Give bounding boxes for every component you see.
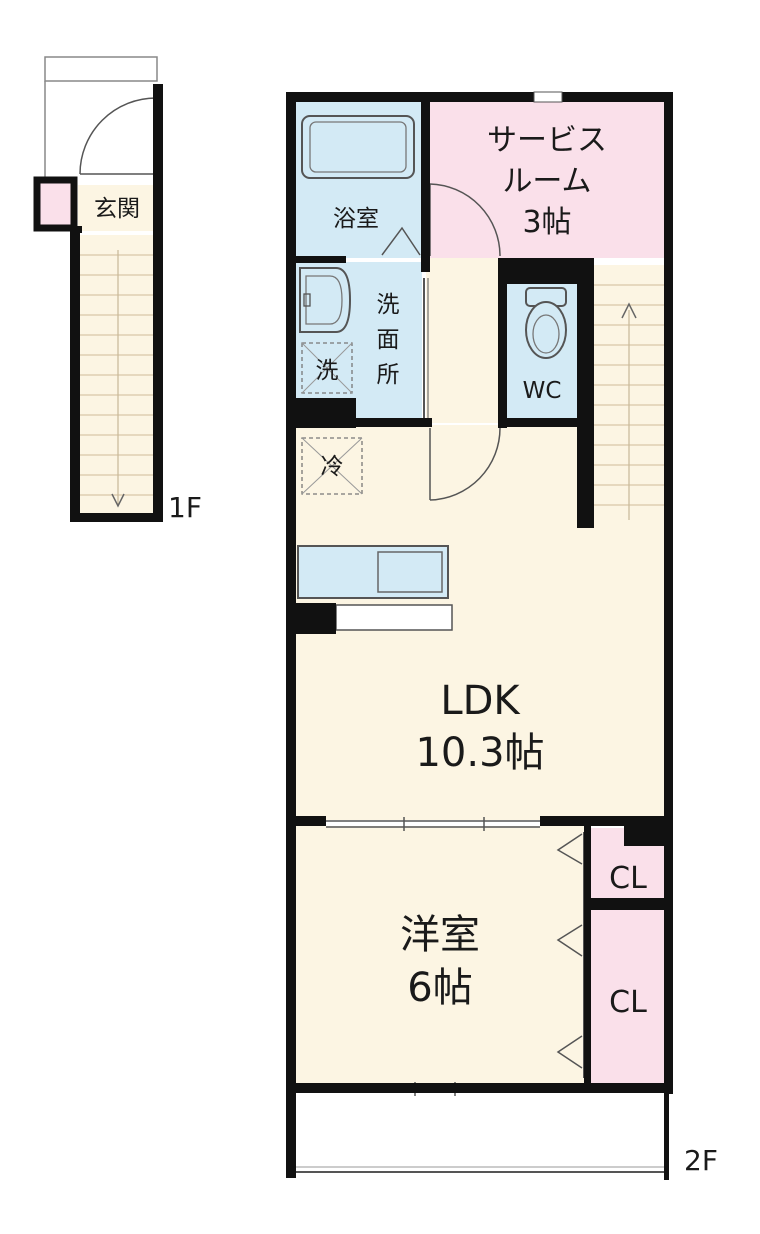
stair-treads-2f [592, 284, 664, 520]
range-hood [335, 604, 453, 631]
closet-lower-label: CL [609, 985, 647, 1020]
western-room-sliding-door [326, 817, 540, 831]
fridge-space [301, 437, 363, 495]
entrance-label: 玄関 [94, 196, 140, 222]
service-room-label-line2: ルーム [502, 164, 591, 199]
stair-arrow-up-icon [621, 302, 637, 319]
service-room-label-line1: サービス [487, 123, 607, 158]
ldk-door-swing [429, 427, 501, 501]
toilet-bowl-icon [525, 301, 567, 359]
washroom-label-3: 所 [377, 362, 400, 388]
kitchen-counter [297, 545, 449, 599]
bathtub [301, 115, 415, 179]
western-room-label: 洋室 [400, 912, 480, 958]
closet-upper-label: CL [609, 861, 647, 896]
stair-arrow-down-icon [111, 493, 125, 508]
washroom-label-2: 面 [377, 327, 400, 353]
entrance-canopy [44, 56, 158, 82]
bath-door-icon [381, 226, 421, 256]
walls-1f [70, 84, 163, 522]
entry-door-swing [79, 97, 157, 175]
washer-space [301, 342, 353, 394]
floor-2-label: 2F [684, 1144, 718, 1177]
ldk-size: 10.3帖 [415, 730, 544, 776]
closet-lower [590, 910, 664, 1085]
hallway [426, 258, 502, 423]
toilet-label: WC [523, 378, 562, 404]
floor-1-label: 1F [168, 491, 202, 524]
floor-1: 玄関 1F [33, 56, 202, 524]
bathroom-label: 浴室 [333, 206, 379, 232]
top-window [533, 91, 563, 103]
walls-2f [286, 92, 673, 1180]
ldk-label: LDK [440, 678, 521, 724]
entrance-floor [78, 185, 158, 231]
stair-treads-1f [78, 250, 158, 505]
western-room-size: 6帖 [407, 965, 472, 1011]
closet-doors [556, 833, 583, 1069]
balcony [294, 1095, 664, 1175]
washbasin-icon [299, 267, 352, 333]
shoe-cabinet [33, 176, 78, 232]
service-room-door-swing [429, 183, 501, 257]
fridge-mark: 冷 [321, 454, 344, 480]
service-room-size: 3帖 [522, 205, 571, 240]
floor-2: 洗 冷 WC [286, 91, 718, 1180]
washer-mark: 洗 [316, 358, 339, 384]
service-room [428, 100, 664, 258]
western-room [294, 826, 584, 1083]
kitchen-sink [377, 551, 443, 593]
washroom-label-1: 洗 [377, 292, 400, 318]
